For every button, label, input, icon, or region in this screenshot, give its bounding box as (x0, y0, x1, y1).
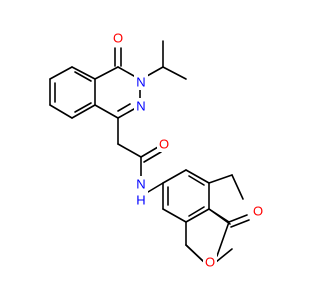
double-bond-inner (74, 71, 92, 82)
nitrogen-atom-amide: N (136, 177, 145, 192)
bond (185, 244, 205, 263)
bond (185, 208, 210, 223)
bond (49, 104, 73, 119)
double-bond-inner (74, 102, 92, 113)
oxygen-atom-lactone-ring: O (205, 255, 215, 270)
bond (146, 66, 164, 77)
nitrogen-atom-n2: N (136, 99, 145, 114)
bond (231, 174, 244, 200)
atom-labels: O N N O N H O O (111, 30, 265, 270)
bond (216, 221, 230, 257)
isobenzofuranone-benzene (162, 169, 210, 223)
double-bond-inner (188, 206, 205, 217)
bond (162, 66, 187, 80)
benzo-ring (49, 66, 96, 119)
acetamide-linker (117, 117, 162, 177)
bond (185, 169, 210, 184)
bond (162, 169, 187, 184)
molecule-structure: O N N O N H O O (49, 30, 265, 270)
bond (208, 174, 233, 184)
bond (215, 248, 233, 263)
double-bond (228, 214, 248, 223)
bond (94, 66, 119, 80)
bond (140, 146, 159, 158)
diazine-ring (94, 66, 141, 119)
hydrogen-atom-amide: H (136, 193, 145, 208)
oxygen-atom-ring-carbonyl: O (113, 31, 123, 46)
lactone-ring-bonds (185, 208, 250, 263)
double-bond (143, 151, 162, 163)
structure-canvas: O N N O N H O O (49, 30, 265, 270)
isopropyl-group (146, 40, 187, 80)
ring-carbonyl (114, 47, 122, 67)
bond (49, 66, 73, 80)
double-bond-inner (117, 103, 131, 112)
bond (117, 143, 142, 158)
double-bond-inner (188, 175, 205, 186)
double-bond (230, 219, 250, 228)
bond (208, 208, 230, 223)
oxygen-atom-lactone-carbonyl: O (253, 204, 263, 219)
bond (162, 208, 187, 223)
lactone-ring (185, 174, 244, 263)
oxygen-atom-acetamide: O (159, 137, 169, 152)
bond (147, 182, 164, 193)
amide-nitrogen-link (147, 182, 164, 193)
bond (117, 108, 135, 119)
bond (71, 66, 96, 80)
bond (94, 104, 119, 119)
bond (71, 104, 96, 119)
nitrogen-atom-n3: N (136, 75, 145, 90)
bond (117, 66, 135, 77)
